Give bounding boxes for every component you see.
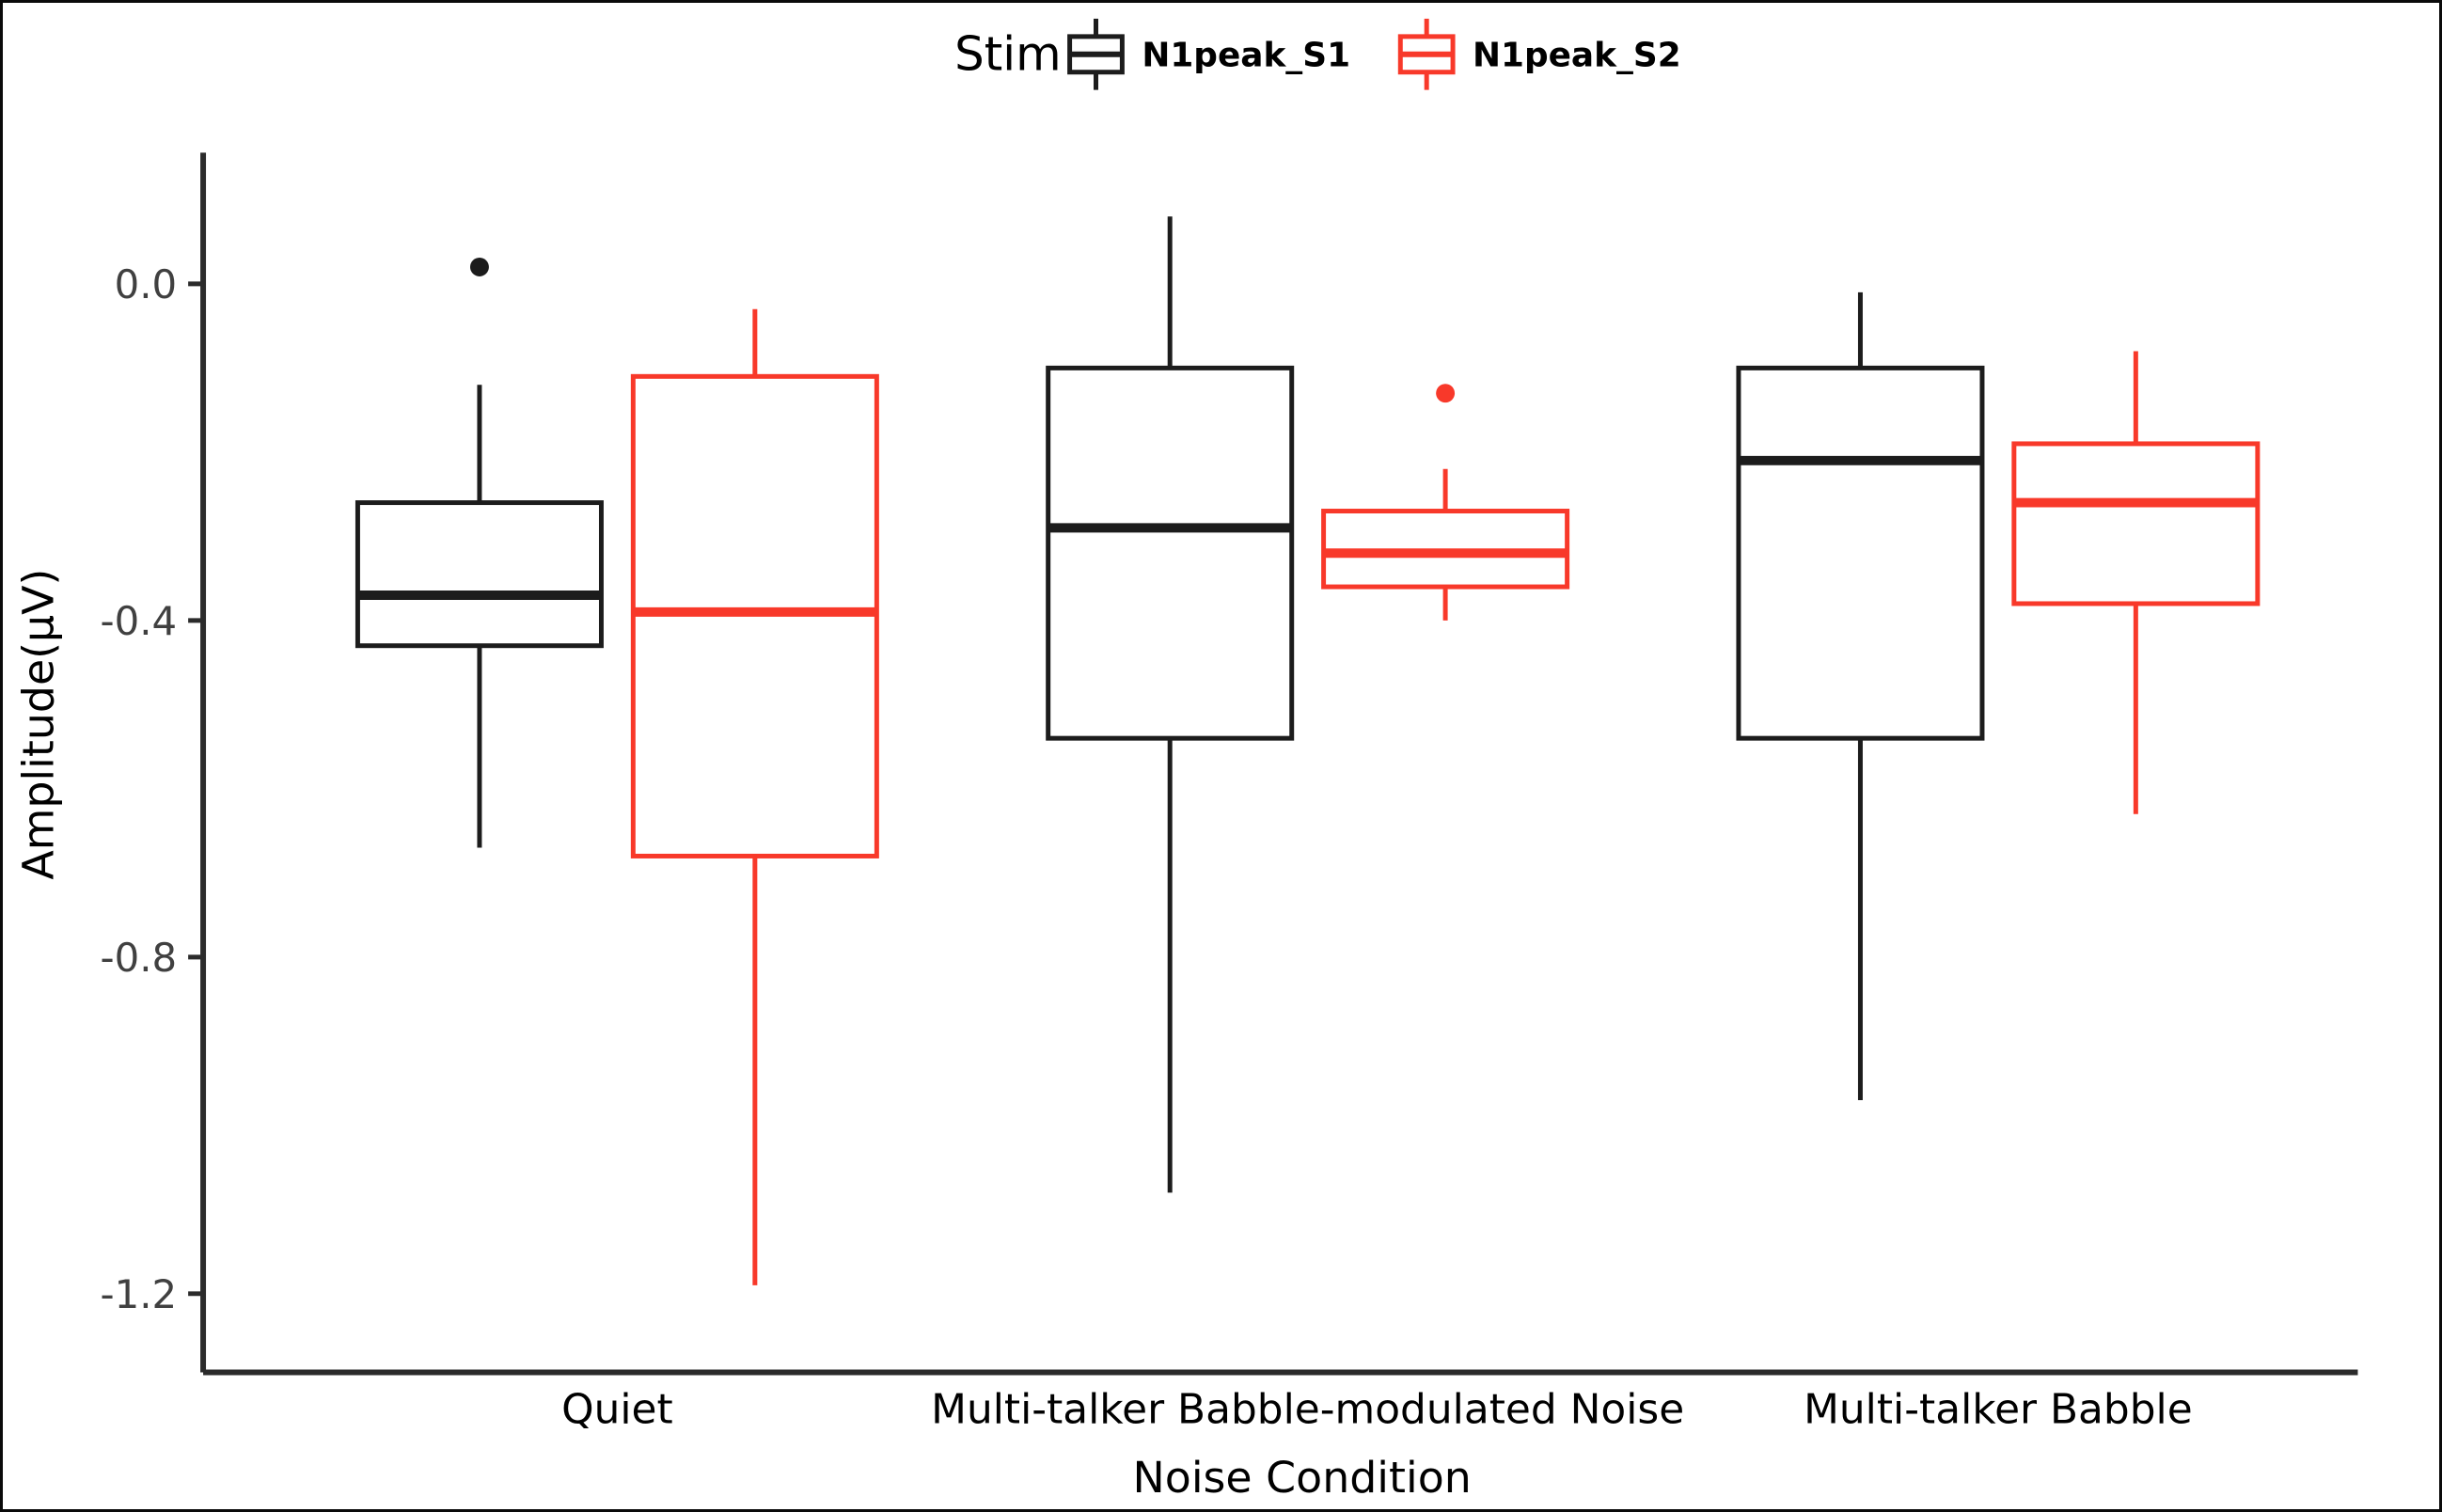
legend-label-1: N1peak_S2 — [1473, 37, 1681, 75]
x-tick-label-2: Multi-talker Babble — [1804, 1385, 2193, 1433]
y-tick-label-1: -0.4 — [101, 598, 178, 644]
y-axis-title: Amplitude(μV) — [13, 569, 64, 880]
legend-title: Stim — [954, 27, 1061, 82]
boxplot-cat0-n1peak_s1-outlier-point — [469, 258, 489, 276]
boxplot-cat1-n1peak_s2-outlier-point — [1436, 384, 1456, 403]
x-tick-label-0: Quiet — [561, 1385, 673, 1433]
legend-label-0: N1peak_S1 — [1142, 37, 1350, 75]
y-tick-label-2: -0.8 — [101, 935, 178, 981]
boxplot-cat2-n1peak_s2-box — [2011, 441, 2261, 606]
x-axis-title: Noise Condition — [1133, 1452, 1472, 1503]
boxplot-cat0-n1peak_s1-box — [354, 500, 604, 649]
y-tick-label-0: 0.0 — [115, 261, 178, 307]
boxplot-cat2-n1peak_s1-box — [1736, 365, 1985, 741]
y-tick-label-3: -1.2 — [101, 1271, 178, 1317]
x-tick-label-1: Multi-talker Babble-modulated Noise — [931, 1385, 1684, 1433]
boxplot-cat1-n1peak_s1-box — [1046, 365, 1295, 741]
